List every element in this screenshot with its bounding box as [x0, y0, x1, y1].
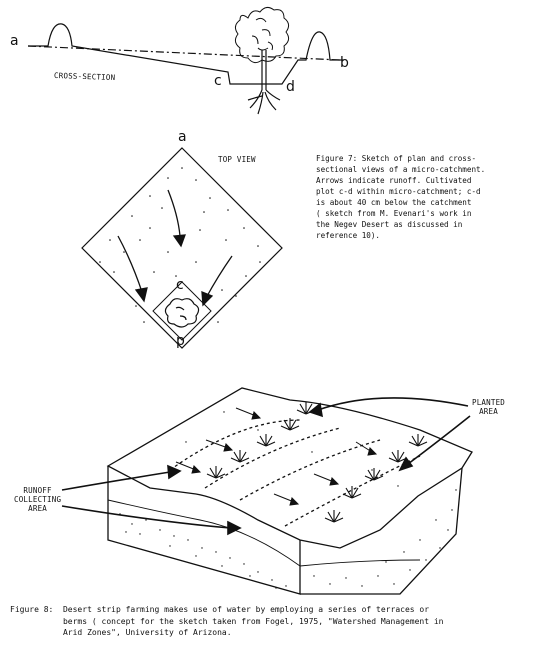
cross-section-drawing	[27, 23, 344, 115]
planted-area-label: PLANTED AREA	[472, 398, 506, 416]
planted-area-pointers	[308, 397, 471, 472]
top-view-label: TOP VIEW	[218, 155, 256, 164]
top-view-diamond	[81, 147, 283, 349]
cross-section-point-c: c	[214, 73, 222, 89]
strip-farming-runoff-arrows	[175, 407, 378, 506]
cross-section-tree-crown	[234, 6, 290, 64]
top-view-dots	[99, 167, 261, 323]
top-view-runoff-arrows	[117, 189, 233, 307]
strip-farming-plants	[206, 402, 428, 523]
figure-7-caption: Figure 7: Sketch of plan and cross- sect…	[316, 154, 486, 240]
strip-farming-soil-dots	[119, 411, 457, 589]
top-view-point-c: c	[176, 277, 184, 293]
cross-section-point-a: a	[10, 33, 19, 49]
runoff-area-pointers	[61, 464, 242, 536]
runoff-collecting-area-label: RUNOFF COLLECTING AREA	[14, 486, 62, 513]
figure-8-caption: Figure 8: Desert strip farming makes use…	[10, 605, 444, 637]
top-view-point-d: d	[176, 333, 185, 349]
cross-section-point-d: d	[286, 79, 295, 95]
cross-section-point-b: b	[340, 55, 349, 71]
top-view-point-a: a	[178, 129, 187, 145]
